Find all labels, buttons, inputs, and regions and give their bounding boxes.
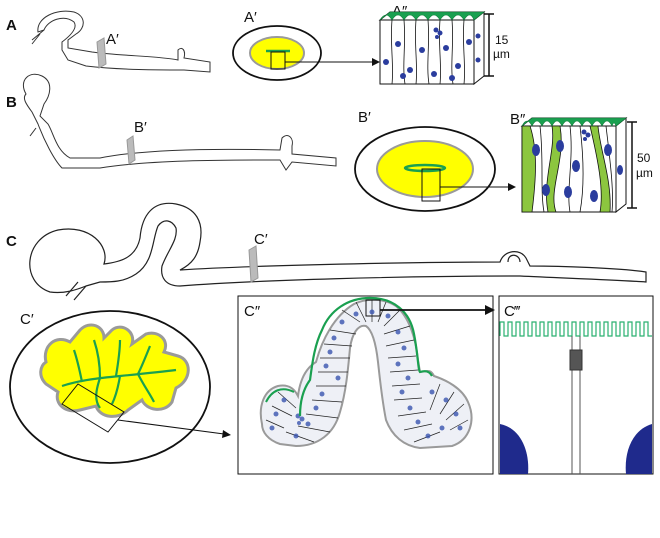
- detail-label-b: B″: [510, 111, 526, 128]
- zoom-arrow-c: [117, 419, 225, 435]
- panel-a: A A′ A′ A″: [6, 3, 510, 86]
- panel-a-letter: A: [6, 17, 17, 34]
- section-plane-b: [126, 135, 136, 165]
- section-label-c: C′: [254, 231, 268, 248]
- zoom-box-a: [270, 51, 286, 70]
- closeup-label-c: C‴: [504, 303, 521, 320]
- epithelium-detail-b: [520, 116, 628, 214]
- arrowhead-c: [222, 430, 231, 438]
- scale-unit-b: µm: [636, 166, 653, 180]
- lumen-c: [39, 323, 190, 418]
- scale-bar-b: [627, 121, 637, 209]
- section-label-b: B′: [134, 119, 147, 136]
- villus-apical-line: [298, 296, 433, 417]
- section-plane-a: [96, 37, 107, 69]
- section-label-a: A′: [106, 31, 119, 48]
- scale-bar-a: [484, 13, 494, 77]
- closeup-c: [499, 321, 652, 474]
- panel-c-letter: C: [6, 233, 17, 250]
- zoom-box-villus: [365, 299, 381, 317]
- apical-line-b: [403, 163, 447, 173]
- zoom-box-b: [421, 168, 441, 202]
- zoom-box-c: [61, 383, 125, 433]
- scale-value-a: 15: [495, 33, 509, 47]
- cross-section-label-b: B′: [358, 109, 371, 126]
- panel-b: B B′ B′ B″: [6, 73, 653, 214]
- nucleus-right: [625, 424, 652, 474]
- section-plane-c: [248, 245, 259, 283]
- arrowhead-villus: [485, 305, 495, 315]
- microvilli: [499, 321, 652, 337]
- epithelium-detail-a: [378, 10, 486, 86]
- panel-b-letter: B: [6, 94, 17, 111]
- detail-label-c: C″: [244, 303, 261, 320]
- lumen-a: [249, 36, 305, 70]
- villus-c: [259, 296, 473, 450]
- cross-section-label-a: A′: [244, 9, 257, 26]
- arrowhead-b: [508, 183, 516, 191]
- tube-a: [31, 10, 211, 73]
- tube-b: [22, 73, 337, 171]
- cross-section-label-c: C′: [20, 311, 34, 328]
- tube-c: [29, 202, 647, 301]
- arrowhead-a: [372, 58, 380, 66]
- nucleus-left: [500, 424, 529, 474]
- panel-c: C C′ C′ C″: [6, 202, 654, 475]
- scale-unit-a: µm: [493, 47, 510, 61]
- apical-branches-c: [61, 339, 177, 409]
- junction-complex: [569, 349, 583, 371]
- scale-value-b: 50: [637, 151, 651, 165]
